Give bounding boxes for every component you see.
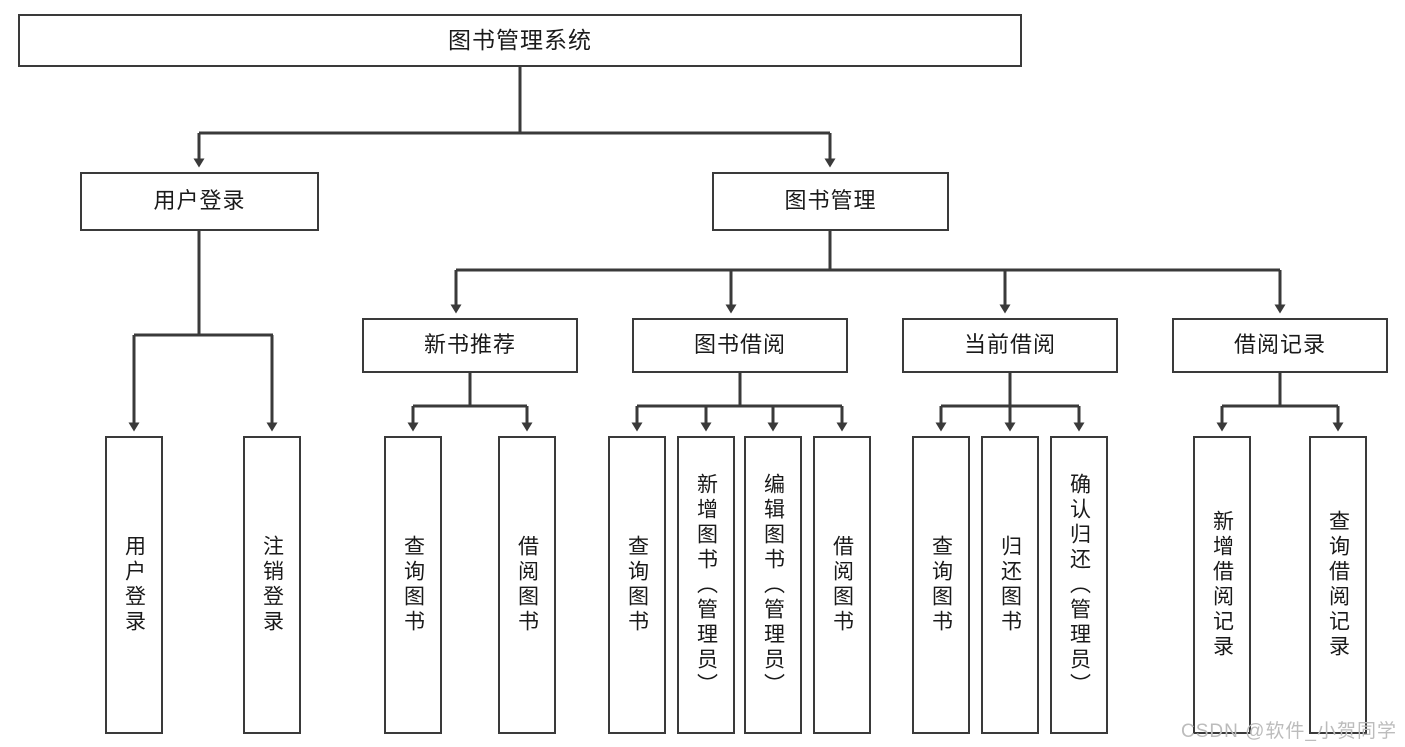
- node-leaf-query-book-3-label: 查询图书: [929, 535, 953, 635]
- node-leaf-return-book-label: 归还图书: [998, 535, 1022, 635]
- node-leaf-borrow-book-1-label: 借阅图书: [515, 535, 539, 635]
- node-borrow-record-label: 借阅记录: [1233, 332, 1326, 358]
- node-root-label: 图书管理系统: [448, 26, 592, 53]
- node-leaf-query-book-1[interactable]: 查询图书: [384, 436, 442, 734]
- node-root[interactable]: 图书管理系统: [18, 14, 1022, 67]
- node-user-login-label: 用户登录: [153, 188, 246, 214]
- node-leaf-user-login[interactable]: 用户登录: [105, 436, 163, 734]
- node-leaf-query-book-2-label: 查询图书: [625, 535, 649, 635]
- node-new-book-recommend[interactable]: 新书推荐: [362, 318, 578, 373]
- node-leaf-add-record-label: 新增借阅记录: [1210, 510, 1234, 660]
- node-leaf-confirm-return-label: 确认归还（管理员）: [1067, 472, 1091, 698]
- node-book-management-label: 图书管理: [784, 188, 877, 214]
- node-leaf-borrow-book-2[interactable]: 借阅图书: [813, 436, 871, 734]
- node-leaf-query-book-1-label: 查询图书: [401, 535, 425, 635]
- node-leaf-confirm-return[interactable]: 确认归还（管理员）: [1050, 436, 1108, 734]
- node-leaf-add-record[interactable]: 新增借阅记录: [1193, 436, 1251, 734]
- node-leaf-user-login-label: 用户登录: [122, 535, 146, 635]
- csdn-watermark: CSDN @软件_小贺同学: [1181, 721, 1397, 742]
- node-current-borrow-label: 当前借阅: [963, 332, 1056, 358]
- node-book-borrow-label: 图书借阅: [693, 332, 786, 358]
- node-book-borrow[interactable]: 图书借阅: [632, 318, 848, 373]
- node-leaf-query-record[interactable]: 查询借阅记录: [1309, 436, 1367, 734]
- node-leaf-query-record-label: 查询借阅记录: [1326, 510, 1350, 660]
- node-leaf-borrow-book-1[interactable]: 借阅图书: [498, 436, 556, 734]
- node-user-login[interactable]: 用户登录: [80, 172, 319, 231]
- node-leaf-add-book-label: 新增图书（管理员）: [694, 472, 718, 698]
- node-leaf-add-book[interactable]: 新增图书（管理员）: [677, 436, 735, 734]
- node-book-management[interactable]: 图书管理: [712, 172, 949, 231]
- node-new-book-recommend-label: 新书推荐: [423, 332, 516, 358]
- node-borrow-record[interactable]: 借阅记录: [1172, 318, 1388, 373]
- node-leaf-edit-book[interactable]: 编辑图书（管理员）: [744, 436, 802, 734]
- node-leaf-borrow-book-2-label: 借阅图书: [830, 535, 854, 635]
- node-current-borrow[interactable]: 当前借阅: [902, 318, 1118, 373]
- node-leaf-user-logout[interactable]: 注销登录: [243, 436, 301, 734]
- node-leaf-user-logout-label: 注销登录: [260, 535, 284, 635]
- node-leaf-query-book-2[interactable]: 查询图书: [608, 436, 666, 734]
- node-leaf-edit-book-label: 编辑图书（管理员）: [761, 472, 785, 698]
- node-leaf-query-book-3[interactable]: 查询图书: [912, 436, 970, 734]
- node-leaf-return-book[interactable]: 归还图书: [981, 436, 1039, 734]
